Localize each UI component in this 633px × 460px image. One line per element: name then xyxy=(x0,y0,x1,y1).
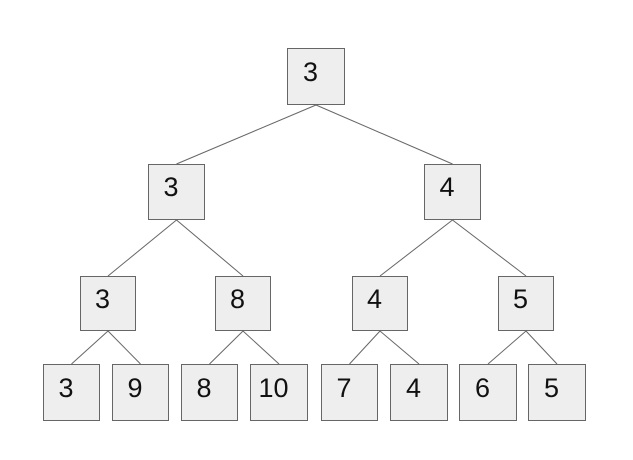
tree-edge-n2a-n3b xyxy=(176,219,244,277)
tree-node-value: 3 xyxy=(163,172,179,202)
tree-node-value: 5 xyxy=(543,372,560,403)
tree-node-value: 4 xyxy=(366,283,383,314)
tree-node-root: 3 xyxy=(287,48,345,105)
tree-node-value: 5 xyxy=(512,283,529,314)
tree-edge-n2a-n3a xyxy=(107,219,177,277)
tree-node-n4e: 7 xyxy=(321,364,378,421)
tree-edge-n3b-n4c xyxy=(209,330,244,365)
tree-edge-n3c-n4e xyxy=(349,330,381,365)
tree-edge-n2b-n3c xyxy=(379,219,453,277)
tree-node-n3b: 8 xyxy=(215,276,271,331)
tree-node-n3d: 5 xyxy=(498,276,554,331)
tree-node-n3a: 3 xyxy=(80,276,136,331)
tree-node-n4f: 4 xyxy=(390,364,448,421)
tree-node-n4g: 6 xyxy=(459,364,517,421)
tree-node-n4d: 10 xyxy=(250,364,308,421)
tree-edge-n3a-n4a xyxy=(71,330,109,365)
tree-node-value: 9 xyxy=(127,372,143,403)
tree-node-n2b: 4 xyxy=(424,164,481,220)
tree-edge-n3c-n4f xyxy=(379,330,420,365)
tree-node-value: 3 xyxy=(94,283,111,314)
tree-node-value: 10 xyxy=(258,372,289,403)
tree-node-value: 7 xyxy=(336,372,352,403)
tree-edge-root-n2b xyxy=(315,104,453,165)
tree-edge-n3b-n4d xyxy=(242,330,280,365)
tree-node-n4c: 8 xyxy=(181,364,238,421)
tree-node-value: 8 xyxy=(196,372,212,403)
tree-node-n3c: 4 xyxy=(352,276,408,331)
tree-node-value: 4 xyxy=(405,372,422,403)
tree-edge-n2b-n3d xyxy=(452,219,527,277)
tree-node-value: 8 xyxy=(229,283,246,314)
tree-node-value: 3 xyxy=(302,56,319,87)
tree-node-n4a: 3 xyxy=(43,364,100,421)
tree-edge-n3a-n4b xyxy=(107,330,141,365)
tree-node-n4h: 5 xyxy=(528,364,586,421)
tree-node-value: 3 xyxy=(58,372,74,403)
tree-edge-n3d-n4h xyxy=(525,330,558,365)
tree-node-n4b: 9 xyxy=(112,364,169,421)
tree-node-n2a: 3 xyxy=(148,164,205,220)
tree-node-value: 4 xyxy=(439,172,455,202)
tree-node-value: 6 xyxy=(474,372,491,403)
tree-edge-root-n2a xyxy=(176,104,317,165)
tree-edge-n3d-n4g xyxy=(487,330,527,365)
